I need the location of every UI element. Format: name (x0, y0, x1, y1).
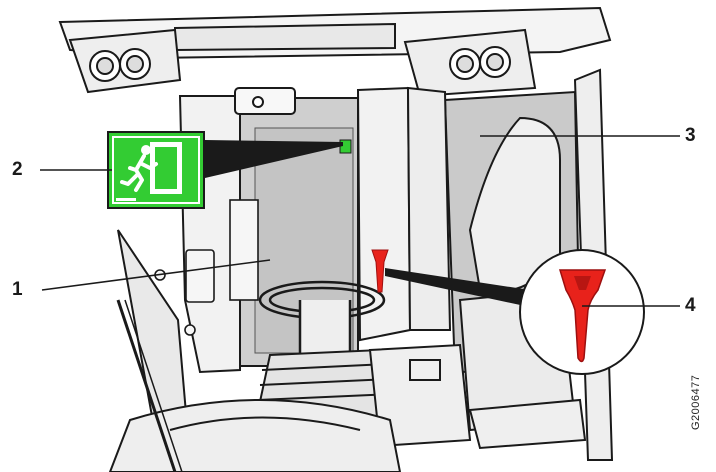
exit-sticker-marker (340, 140, 351, 153)
emergency-exit-sign-icon (108, 132, 204, 208)
callout-number-3: 3 (685, 125, 696, 147)
figure-code: G2006477 (690, 375, 702, 430)
callout-number-4: 4 (685, 295, 696, 317)
callout-number-2: 2 (12, 159, 23, 181)
left-work-light (70, 30, 180, 92)
callout-number-1: 1 (12, 279, 23, 301)
emergency-hammer-icon (520, 250, 644, 374)
right-work-light (405, 30, 535, 96)
interior-mirror (235, 88, 295, 114)
